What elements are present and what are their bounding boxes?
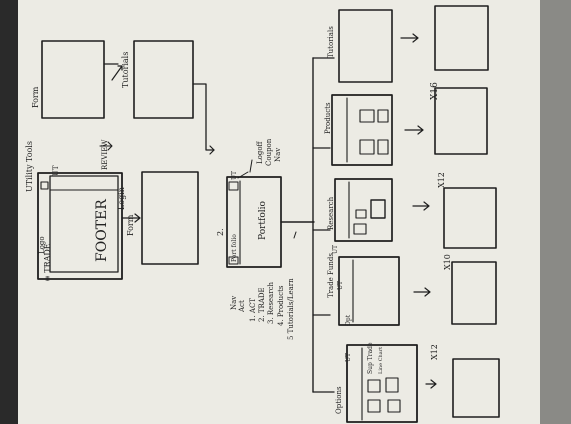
trade-funds-page-box: Trade Funds UT Opt <box>327 253 400 326</box>
pointer-ut <box>237 171 249 179</box>
options-subpage-box <box>452 358 500 418</box>
ut-research-label: UT <box>332 245 339 254</box>
portfolio-nav-label: Port folio <box>231 234 238 262</box>
research-label: Research <box>327 196 335 230</box>
connector-tutorials-portfolio <box>192 83 215 151</box>
note-coupon: Coupon <box>265 138 273 166</box>
arrow-tutorials-next <box>400 33 419 43</box>
nav-item: 4. Products <box>277 285 285 326</box>
review-label: REVIEW <box>101 139 109 170</box>
dark-edge <box>0 0 18 424</box>
x12-top-label: X12 <box>437 172 446 188</box>
note-logoff: Logoff <box>256 140 264 164</box>
opt-label: Opt <box>345 314 352 326</box>
ut-trade-label: UT <box>337 281 344 290</box>
tutorials-right-label: Tutorials <box>327 26 335 58</box>
arrow-icon <box>99 141 113 151</box>
ut-portfolio-label: UT <box>231 171 238 180</box>
header-logo-label: Logo <box>38 236 46 254</box>
research-page-box: Research UT <box>327 178 393 254</box>
nav-item: 2. TRADE <box>258 287 266 322</box>
right-shadow <box>540 0 571 424</box>
home-page-box: UT Logo ≡ TRADE FOOTER <box>37 165 123 282</box>
logo-square-icon <box>40 181 49 190</box>
arrow-research-next <box>412 201 430 211</box>
tutorials-page-box-right: Tutorials <box>327 9 393 83</box>
products-subpage-box <box>434 87 488 155</box>
note-nav: Nav <box>274 148 282 162</box>
nav-item: 3. Research <box>267 282 275 324</box>
nav-item: Nav <box>230 296 238 310</box>
dot-mark <box>293 231 297 239</box>
form2-label: Form <box>126 214 135 236</box>
footer-label: FOOTER <box>94 199 110 262</box>
ut-home-label: UT <box>52 165 60 176</box>
options-label: Options <box>335 386 343 414</box>
nav-list: Nav Act 1. ACT 2. TRADE 3. Research 4. P… <box>230 278 295 340</box>
arrow-to-portfolio <box>209 145 215 155</box>
portfolio-page-box: Port folio Portfolio UT 2. <box>216 171 282 268</box>
form-page-box: Form <box>31 40 105 119</box>
nav-item: 5 Tutorials/Learn <box>287 278 295 340</box>
products-page-box: Products <box>324 94 393 166</box>
x12-bottom-label: X12 <box>430 344 439 360</box>
line-chart-label: Line Chart <box>378 347 384 374</box>
arrow-review <box>111 65 123 81</box>
x16-label: X16 <box>430 82 440 100</box>
x10-label: X10 <box>443 254 452 270</box>
form-label: Form <box>31 86 40 108</box>
portfolio-page-label: Portfolio <box>258 201 268 240</box>
research-subpage-box <box>443 187 497 249</box>
tutorials-page-box-left: Tutorials <box>121 40 194 119</box>
arrow-trade-next <box>413 287 431 297</box>
header-trade-label: ≡ TRADE <box>43 243 52 282</box>
options-page-box: Options UT Sup Trade Line Chart <box>335 342 418 423</box>
ut-options-label: UT <box>345 353 352 362</box>
menu-number-label: 2. <box>216 228 225 236</box>
nav-item: Act <box>238 300 246 313</box>
trade-funds-label: Trade Funds <box>327 253 335 298</box>
utility-tools-label: UTility Tools <box>25 141 34 192</box>
tutorials-subpage-box <box>434 5 489 71</box>
login-label: Login <box>117 187 126 210</box>
nav-item: 1. ACT <box>249 298 257 322</box>
arrow-options-next <box>425 379 437 389</box>
tutorials-left-label: Tutorials <box>121 52 130 88</box>
sup-trade-label: Sup Trade <box>367 342 374 374</box>
pointer-notes <box>249 159 253 173</box>
trade-subpage-box <box>451 261 497 325</box>
products-label: Products <box>324 102 332 134</box>
arrow-to-login <box>121 213 141 223</box>
arrow-products-next <box>404 125 424 135</box>
login-form-box: Login Form <box>117 171 199 265</box>
